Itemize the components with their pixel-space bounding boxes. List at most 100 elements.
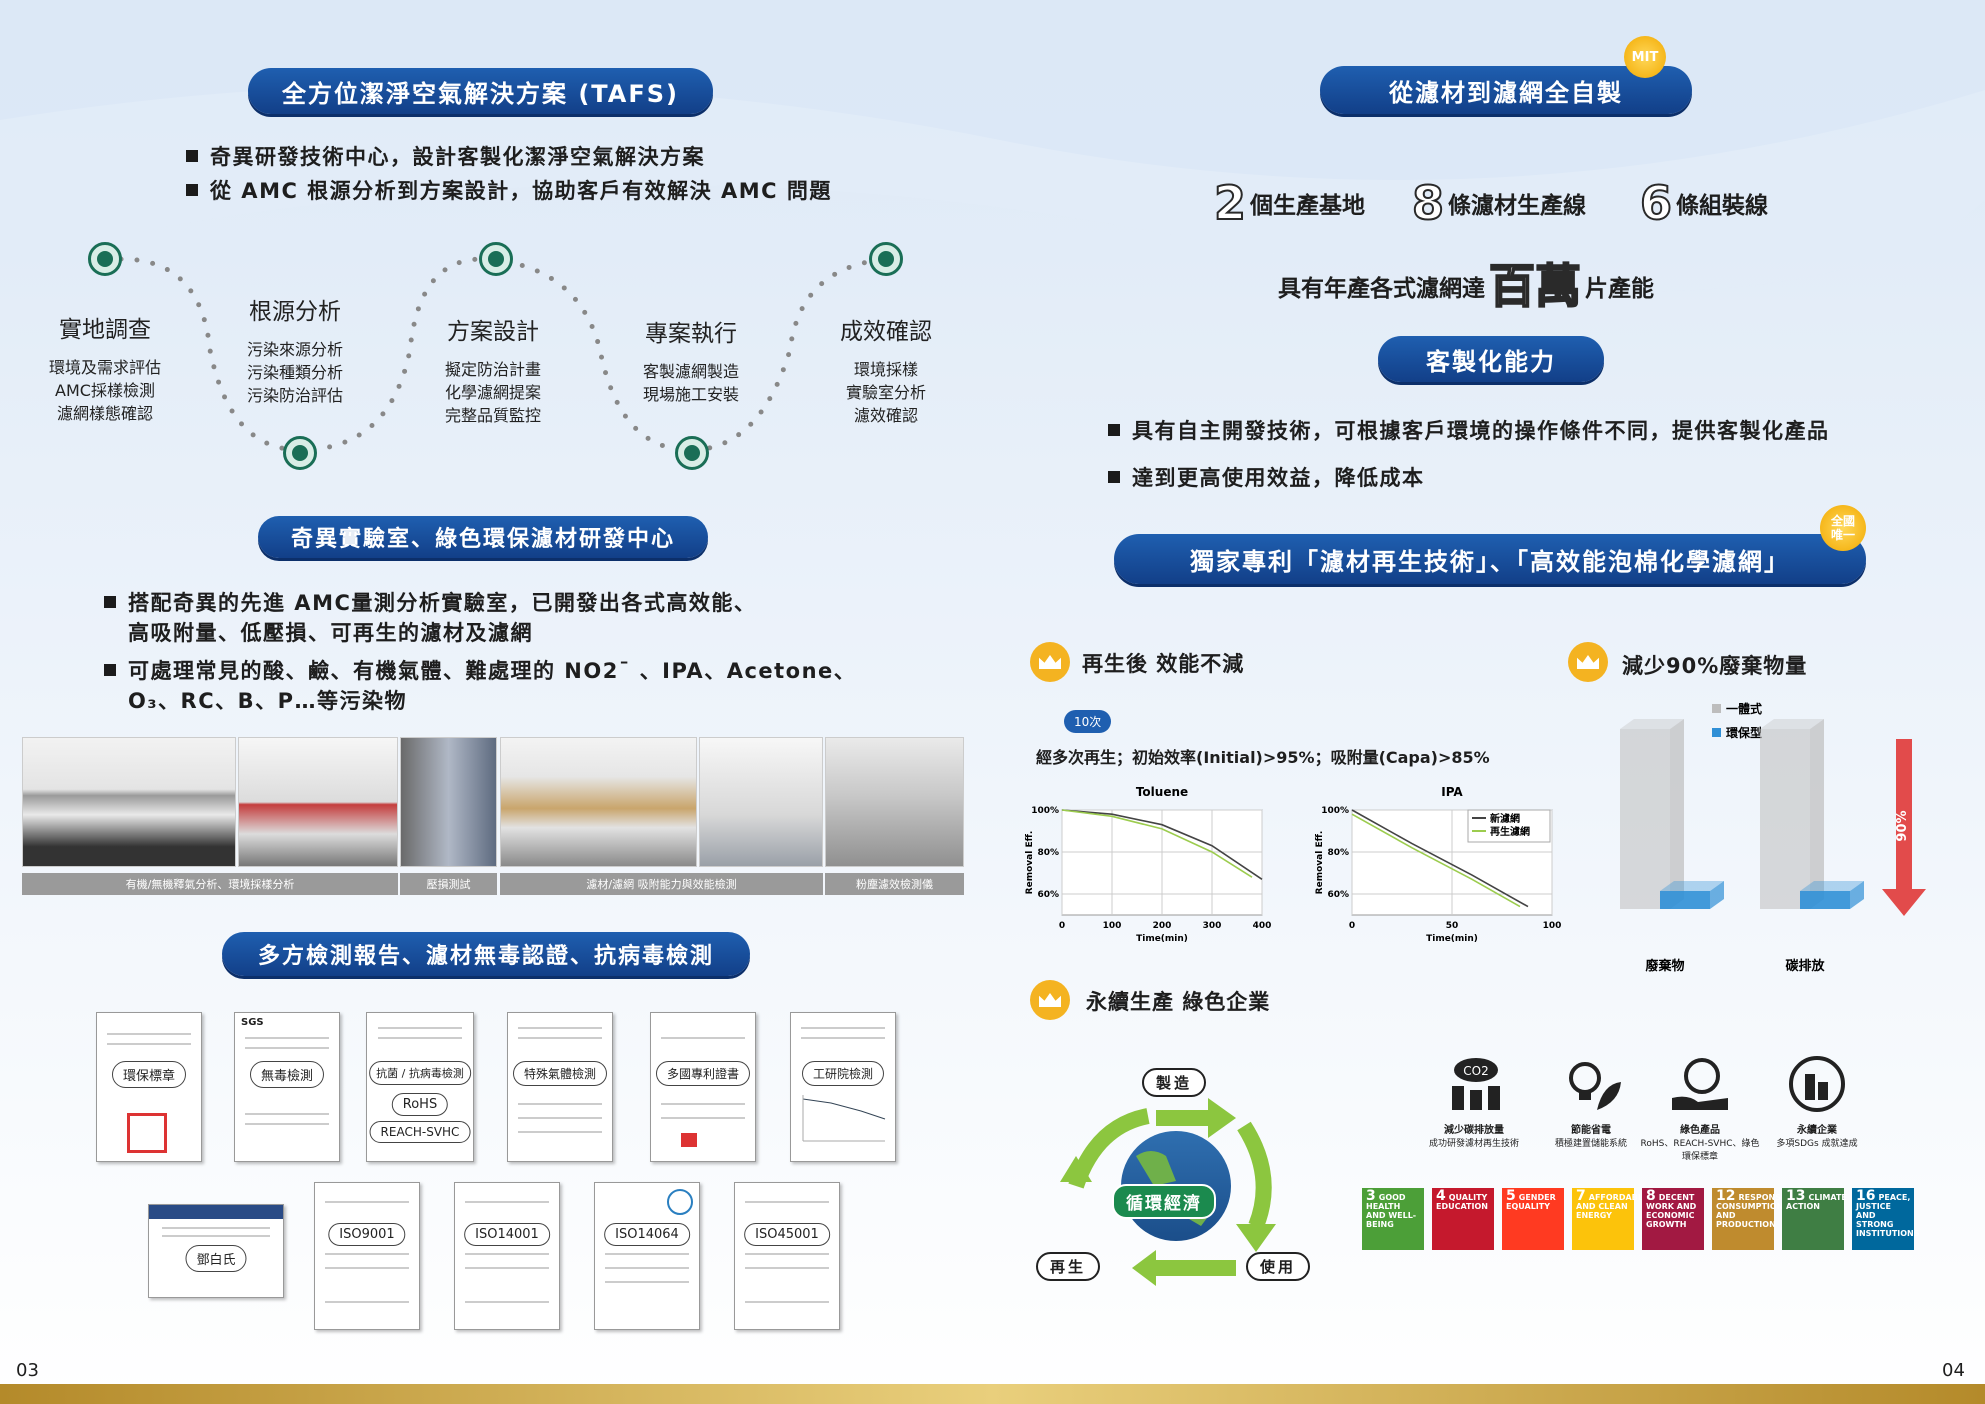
bulb-leaf-icon (1569, 1062, 1621, 1110)
photo-fume-hood (699, 737, 823, 867)
regen-desc: 經多次再生；初始效率(Initial)>95%；吸附量(Capa)>85% (1036, 748, 1490, 767)
page-number-left: 03 (16, 1360, 39, 1381)
building-leaf-icon (1789, 1056, 1845, 1112)
custom-bullet-1: 具有自主開發技術，可根據客戶環境的操作條件不同，提供客製化產品 (1108, 414, 1830, 448)
caption-pressure: 壓損測試 (400, 873, 497, 895)
sdg-number: 5 (1506, 1188, 1516, 1204)
x-tick-label: 0 (1059, 921, 1065, 931)
page-number-right: 04 (1942, 1360, 1965, 1381)
series-line-1 (1061, 809, 1263, 880)
y-tick-label: 60% (1327, 890, 1349, 900)
seal-icon (681, 1133, 697, 1147)
photo-pressure-test (400, 737, 497, 867)
photo-gc-ms (22, 737, 236, 867)
cert-label: ISO14001 (464, 1223, 550, 1246)
bar-1 (1760, 729, 1810, 909)
custom-bullet-2: 達到更高使用效益，降低成本 (1108, 461, 1425, 495)
cert-label: 鄧白氏 (185, 1245, 247, 1272)
sdg-text: CLIMATE ACTION (1786, 1193, 1847, 1211)
cycle-make: 製造 (1142, 1068, 1207, 1097)
step-root-cause: 根源分析 污染來源分析污染種類分析污染防治評估 (246, 299, 343, 405)
legend-swatch (1712, 704, 1721, 713)
y-axis-label: Removal Eff. (1025, 831, 1035, 895)
sdg-number: 12 (1716, 1188, 1736, 1204)
cert-label: 多國專利證書 (655, 1061, 751, 1086)
step-confirm: 成效確認 環境採樣實驗室分析濾效確認 (840, 319, 932, 425)
x-tick-label: 50 (1446, 921, 1459, 931)
series-line-1 (1351, 809, 1529, 908)
bar-side (1850, 881, 1864, 909)
cycle-regen: 再生 (1036, 1252, 1101, 1281)
cert-label: ISO14064 (604, 1223, 690, 1246)
cert-dnb: 鄧白氏 (148, 1204, 284, 1298)
y-tick-label: 60% (1037, 890, 1059, 900)
down-arrow-icon (1882, 739, 1926, 916)
sdg-number: 7 (1576, 1188, 1586, 1204)
cert-itri: 工研院檢測 (790, 1012, 896, 1162)
itri-graph-icon (802, 1095, 886, 1142)
x-tick-label: 100 (1103, 921, 1122, 931)
photo-adsorption-rig (500, 737, 697, 867)
bar-top (1620, 719, 1684, 729)
x-tick-label: 100 (1543, 921, 1562, 931)
y-tick-label: 100% (1031, 806, 1059, 816)
step-node-2 (283, 436, 317, 470)
crown-icon (1030, 980, 1070, 1020)
step-execute: 專案執行 客製濾網製造現場施工安裝 (642, 321, 739, 404)
sdg-number: 8 (1646, 1188, 1656, 1204)
bar-side (1810, 719, 1824, 909)
cert-iso14064: ISO14064 (594, 1182, 700, 1330)
legend-label: 環保型 (1726, 725, 1762, 740)
lab-bullet-1: 搭配奇異的先進 AMC量測分析實驗室，已開發出各式高效能、高吸附量、低壓損、可再… (104, 588, 756, 648)
only-in-nation-badge-icon: 全國唯一 (1820, 505, 1866, 551)
photo-analyzer (238, 737, 398, 867)
series-line-2 (1351, 813, 1521, 908)
lab-bullet-2: 可處理常見的酸、鹼、有機氣體、難處理的 NO2ˉ 、IPA、Acetone、O₃… (104, 656, 856, 716)
sdg-number: 13 (1786, 1188, 1806, 1204)
chart-title: Toluene (1136, 785, 1188, 799)
icon-sustainable: 永續企業多項SDGs 成就達成 (1762, 1054, 1872, 1151)
cert-label: 特殊氣體檢測 (512, 1061, 608, 1086)
custom-title: 客製化能力 (1378, 336, 1604, 382)
cert-eco-label: 環保標章 (96, 1012, 202, 1162)
legend-label: 再生濾網 (1490, 825, 1530, 838)
x-tick-label: 200 (1153, 921, 1172, 931)
step-node-3 (479, 242, 513, 276)
cycle-use: 使用 (1246, 1252, 1311, 1281)
legend-swatch (1712, 728, 1721, 737)
sdg-text: DECENT WORK AND ECONOMIC GROWTH (1646, 1193, 1697, 1229)
crown-icon (1568, 642, 1608, 682)
cert-iso45001: ISO45001 (734, 1182, 840, 1330)
sdg-number: 4 (1436, 1188, 1446, 1204)
hand-earth-icon (1672, 1058, 1728, 1110)
svg-text:CO2: CO2 (1463, 1064, 1488, 1078)
sgs-logo: SGS (241, 1017, 264, 1028)
category-label: 廢棄物 (1645, 958, 1684, 974)
step-plan: 方案設計 擬定防治計畫化學濾網提案完整品質監控 (444, 319, 541, 425)
cert-label: 抗菌 / 抗病毒檢測 (369, 1061, 471, 1085)
photo-dust-tester (825, 737, 964, 867)
step-node-4 (675, 436, 709, 470)
sdg-text: GOOD HEALTH AND WELL-BEING (1366, 1193, 1417, 1229)
sdg-text: AFFORDABLE AND CLEAN ENERGY (1576, 1193, 1649, 1220)
mit-badge-icon: MIT (1624, 36, 1666, 78)
bar-side (1710, 881, 1724, 909)
regen-count-tag: 10次 (1064, 710, 1112, 733)
regen-title: 再生後 效能不減 (1082, 652, 1245, 676)
x-tick-label: 0 (1349, 921, 1355, 931)
sdg-text: PEACE, JUSTICE AND STRONG INSTITUTIONS (1856, 1193, 1920, 1238)
x-tick-label: 400 (1253, 921, 1272, 931)
stat-capacity: 具有年產各式濾網達百萬片產能 (1278, 258, 1654, 314)
report-title: 多方檢測報告、濾材無毒認證、抗病毒檢測 (222, 932, 750, 976)
bar-1 (1620, 729, 1670, 909)
y-tick-label: 80% (1327, 848, 1349, 858)
